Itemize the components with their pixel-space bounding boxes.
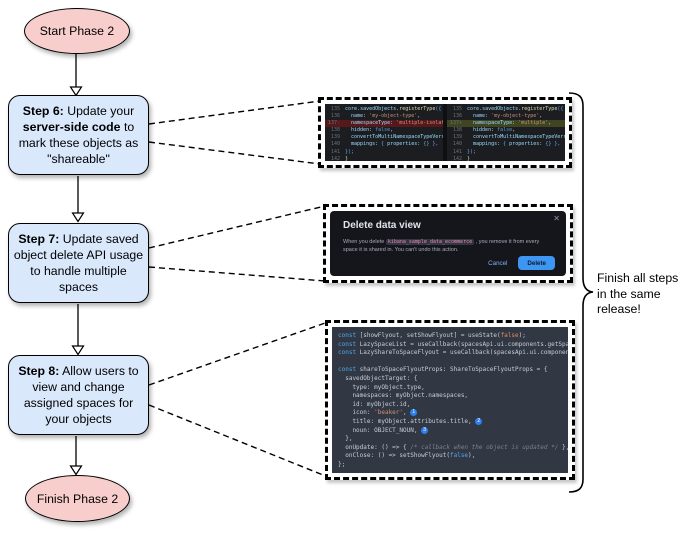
- screenshot-code-sample: const [showFlyout, setShowFlyout] = useS…: [325, 320, 575, 480]
- dialog-body: When you delete kibana_sample_data_ecomm…: [343, 239, 540, 253]
- code-line: type: myObject.type,​: [338, 383, 425, 391]
- code-line: 136 name: 'my-object-type',​: [452, 113, 543, 120]
- code-line: onUpdate: () => { /* callback when the o…: [338, 443, 568, 451]
- code-line: ​: [338, 358, 568, 367]
- screenshot-code-diff: 135core.savedObjects.registerType({​136 …: [318, 97, 572, 168]
- code-line: },​: [338, 435, 353, 443]
- code-line: 139 convertToMultiNamespaceTypeVersion: …: [452, 134, 565, 141]
- diff-right-pane: 135core.savedObjects.registerType({​136 …: [447, 104, 565, 161]
- code-line: 137+ namespaceType: 'multiple',​: [447, 120, 565, 128]
- code-line: savedObjectTarget: {​: [338, 374, 418, 382]
- start-label: Start Phase 2: [39, 24, 115, 38]
- code-line: 140 mappings: { properties: {} },​: [452, 141, 561, 148]
- step-7-text: Step 7: Update saved object delete API u…: [13, 231, 144, 295]
- start-terminator: Start Phase 2: [24, 8, 130, 54]
- code-line: 141});​: [330, 148, 355, 155]
- code-line: icon: 'beaker', 1​: [338, 409, 568, 418]
- code-line: id: myObject.id,​: [338, 400, 411, 408]
- code-line: 136 name: 'my-object-type',​: [330, 113, 421, 120]
- screenshot-delete-dialog: Delete data view ✕ When you delete kiban…: [323, 204, 573, 283]
- diff-image: 135core.savedObjects.registerType({​136 …: [325, 104, 565, 161]
- code-line: const [showFlyout, setShowFlyout] = useS…: [338, 332, 526, 339]
- code-line: 138 hidden: false,​: [330, 127, 394, 134]
- code-line: onClose: () => setShowFlyout(false),​: [338, 452, 476, 460]
- code-line: 137- namespaceType: 'multiple-isolated',…: [325, 120, 443, 128]
- dialog-actions: Cancel Delete: [488, 256, 555, 270]
- code-line: const shareToSpaceFlyoutProps: ShareToSp…: [338, 366, 548, 374]
- code-line: namespaces: myObject.namespaces,​: [338, 392, 469, 400]
- finish-terminator: Finish Phase 2: [25, 475, 130, 522]
- close-icon[interactable]: ✕: [553, 214, 560, 223]
- step-6-box: Step 6: Update your server-side code to …: [8, 95, 149, 175]
- step-8-box: Step 8: Allow users to view and change a…: [8, 355, 149, 435]
- code-line: title: myObject.attributes.title, 2​: [338, 417, 568, 427]
- code-line: 142}​: [452, 155, 471, 161]
- step-8-text: Step 8: Allow users to view and change a…: [18, 363, 139, 427]
- code-line: 141});​: [452, 148, 477, 155]
- code-line: const LazySpaceList = useCallback(spaces…: [338, 340, 568, 348]
- cancel-button[interactable]: Cancel: [488, 259, 508, 267]
- finish-label: Finish Phase 2: [36, 491, 119, 506]
- code-sample: const [showFlyout, setShowFlyout] = useS…: [332, 327, 568, 473]
- release-note: Finish all steps in the same release!: [597, 271, 679, 317]
- code-line: 138 hidden: false,​: [452, 127, 516, 134]
- delete-dialog: Delete data view ✕ When you delete kiban…: [330, 211, 566, 276]
- step-6-text: Step 6: Update your server-side code to …: [18, 103, 139, 167]
- data-view-name-code: kibana_sample_data_ecommerce: [385, 239, 475, 245]
- code-line: 139 convertToMultiNamespaceTypeVersion: …: [330, 134, 443, 141]
- dialog-title: Delete data view: [343, 220, 421, 231]
- code-line: 142}​: [330, 155, 349, 161]
- code-line: 140 mappings: { properties: {} },​: [330, 141, 439, 148]
- code-line: const LazyShareToSpaceFlyout = useCallba…: [338, 349, 568, 357]
- code-line: noun: OBJECT_NOUN, 3​: [338, 426, 568, 436]
- code-line: };​: [338, 460, 346, 468]
- step-7-box: Step 7: Update saved object delete API u…: [8, 223, 149, 303]
- delete-button[interactable]: Delete: [518, 256, 555, 270]
- brace-annotation: [568, 92, 594, 493]
- diff-left-pane: 135core.savedObjects.registerType({​136 …: [325, 104, 443, 161]
